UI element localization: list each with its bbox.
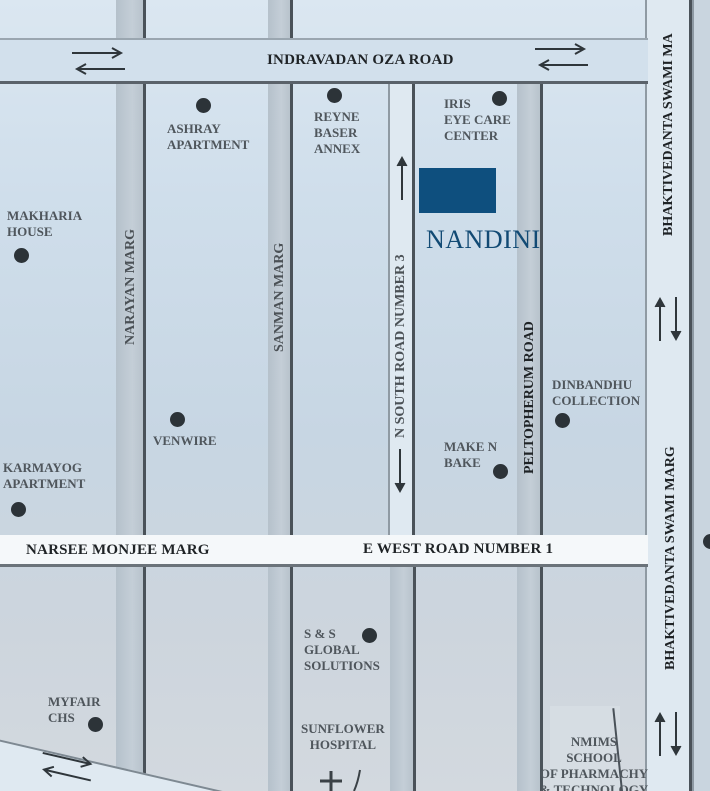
poi-dot-makharia[interactable]: [14, 248, 29, 263]
poi-label-karmayog: KARMAYOG APARTMENT: [3, 460, 86, 491]
poi-label-dinbandhu: DINBANDHU COLLECTION: [552, 377, 641, 408]
road-bhaktivedanta-swami-marg: [645, 0, 692, 791]
road-peltopherum: [517, 80, 543, 791]
nmims-block: [550, 706, 620, 791]
poi-dot-karmayog[interactable]: [11, 502, 26, 517]
road-narayan-marg: [116, 0, 146, 791]
two-way-traffic-arrows-icon: [72, 47, 125, 75]
label-narsee-monjee-marg: NARSEE MONJEE MARG: [26, 542, 210, 558]
poi-dot-east-edge[interactable]: [703, 534, 710, 549]
poi-label-nmims: NMIMS SCHOOL OF PHARMACHY & TECHNOLOGY: [539, 734, 649, 791]
two-way-traffic-arrows-icon: [535, 43, 588, 71]
poi-label-makharia: MAKHARIA HOUSE: [7, 208, 83, 239]
poi-label-venwire: VENWIRE: [153, 433, 217, 448]
poi-label-ashray: ASHRAY APARTMENT: [167, 121, 250, 152]
two-way-vertical-arrows-icon: [654, 711, 682, 757]
hospital-cross-icon: [320, 769, 361, 791]
poi-label-s-and-s: S & S GLOBAL SOLUTIONS: [304, 626, 380, 673]
label-e-west-road-number-1: E WEST ROAD NUMBER 1: [363, 541, 554, 557]
road-east-edge: [692, 0, 710, 791]
poi-label-myfair: MYFAIR CHS: [48, 694, 101, 725]
nandini-label: NANDINI: [426, 225, 541, 254]
poi-label-reyne: REYNE BASER ANNEX: [314, 109, 361, 156]
label-bhaktivedanta-bottom: BHAKTIVEDANTA SWAMI MARG: [663, 446, 678, 670]
poi-dot-reyne[interactable]: [327, 88, 342, 103]
poi-dot-venwire[interactable]: [170, 412, 185, 427]
poi-label-make-n-bake: MAKE N BAKE: [444, 439, 498, 470]
two-way-traffic-arrows-icon: [42, 751, 93, 782]
label-bhaktivedanta-top: BHAKTIVEDANTA SWAMI MA: [661, 33, 676, 236]
poi-dot-dinbandhu[interactable]: [555, 413, 570, 428]
poi-dot-iris[interactable]: [492, 91, 507, 106]
poi-dot-make-n-bake[interactable]: [493, 464, 508, 479]
road-n-south-road-3: [388, 80, 415, 535]
road-sanman-marg: [268, 0, 293, 791]
poi-dot-s-and-s[interactable]: [362, 628, 377, 643]
label-indravadan-oza-road: INDRAVADAN OZA ROAD: [267, 52, 454, 68]
nandini-location-marker[interactable]: [419, 168, 496, 213]
label-narayan-marg: NARAYAN MARG: [123, 228, 138, 345]
label-sanman-marg: SANMAN MARG: [272, 242, 287, 352]
road-indravadan-oza: [0, 38, 648, 84]
road-narsee-monjee-e-west: [0, 535, 648, 567]
poi-dot-ashray[interactable]: [196, 98, 211, 113]
poi-dot-myfair[interactable]: [88, 717, 103, 732]
poi-label-iris: IRIS EYE CARE CENTER: [444, 96, 511, 143]
road-n-south-road-3-south: [390, 565, 416, 791]
label-n-south-road-3: N SOUTH ROAD NUMBER 3: [393, 254, 408, 438]
one-way-up-arrow-icon: [396, 155, 408, 200]
poi-label-sunflower: SUNFLOWER HOSPITAL: [301, 721, 385, 752]
two-way-vertical-arrows-icon: [654, 296, 682, 342]
one-way-down-arrow-icon: [394, 449, 406, 494]
label-peltopherum-road: PELTOPHERUM ROAD: [522, 321, 537, 474]
